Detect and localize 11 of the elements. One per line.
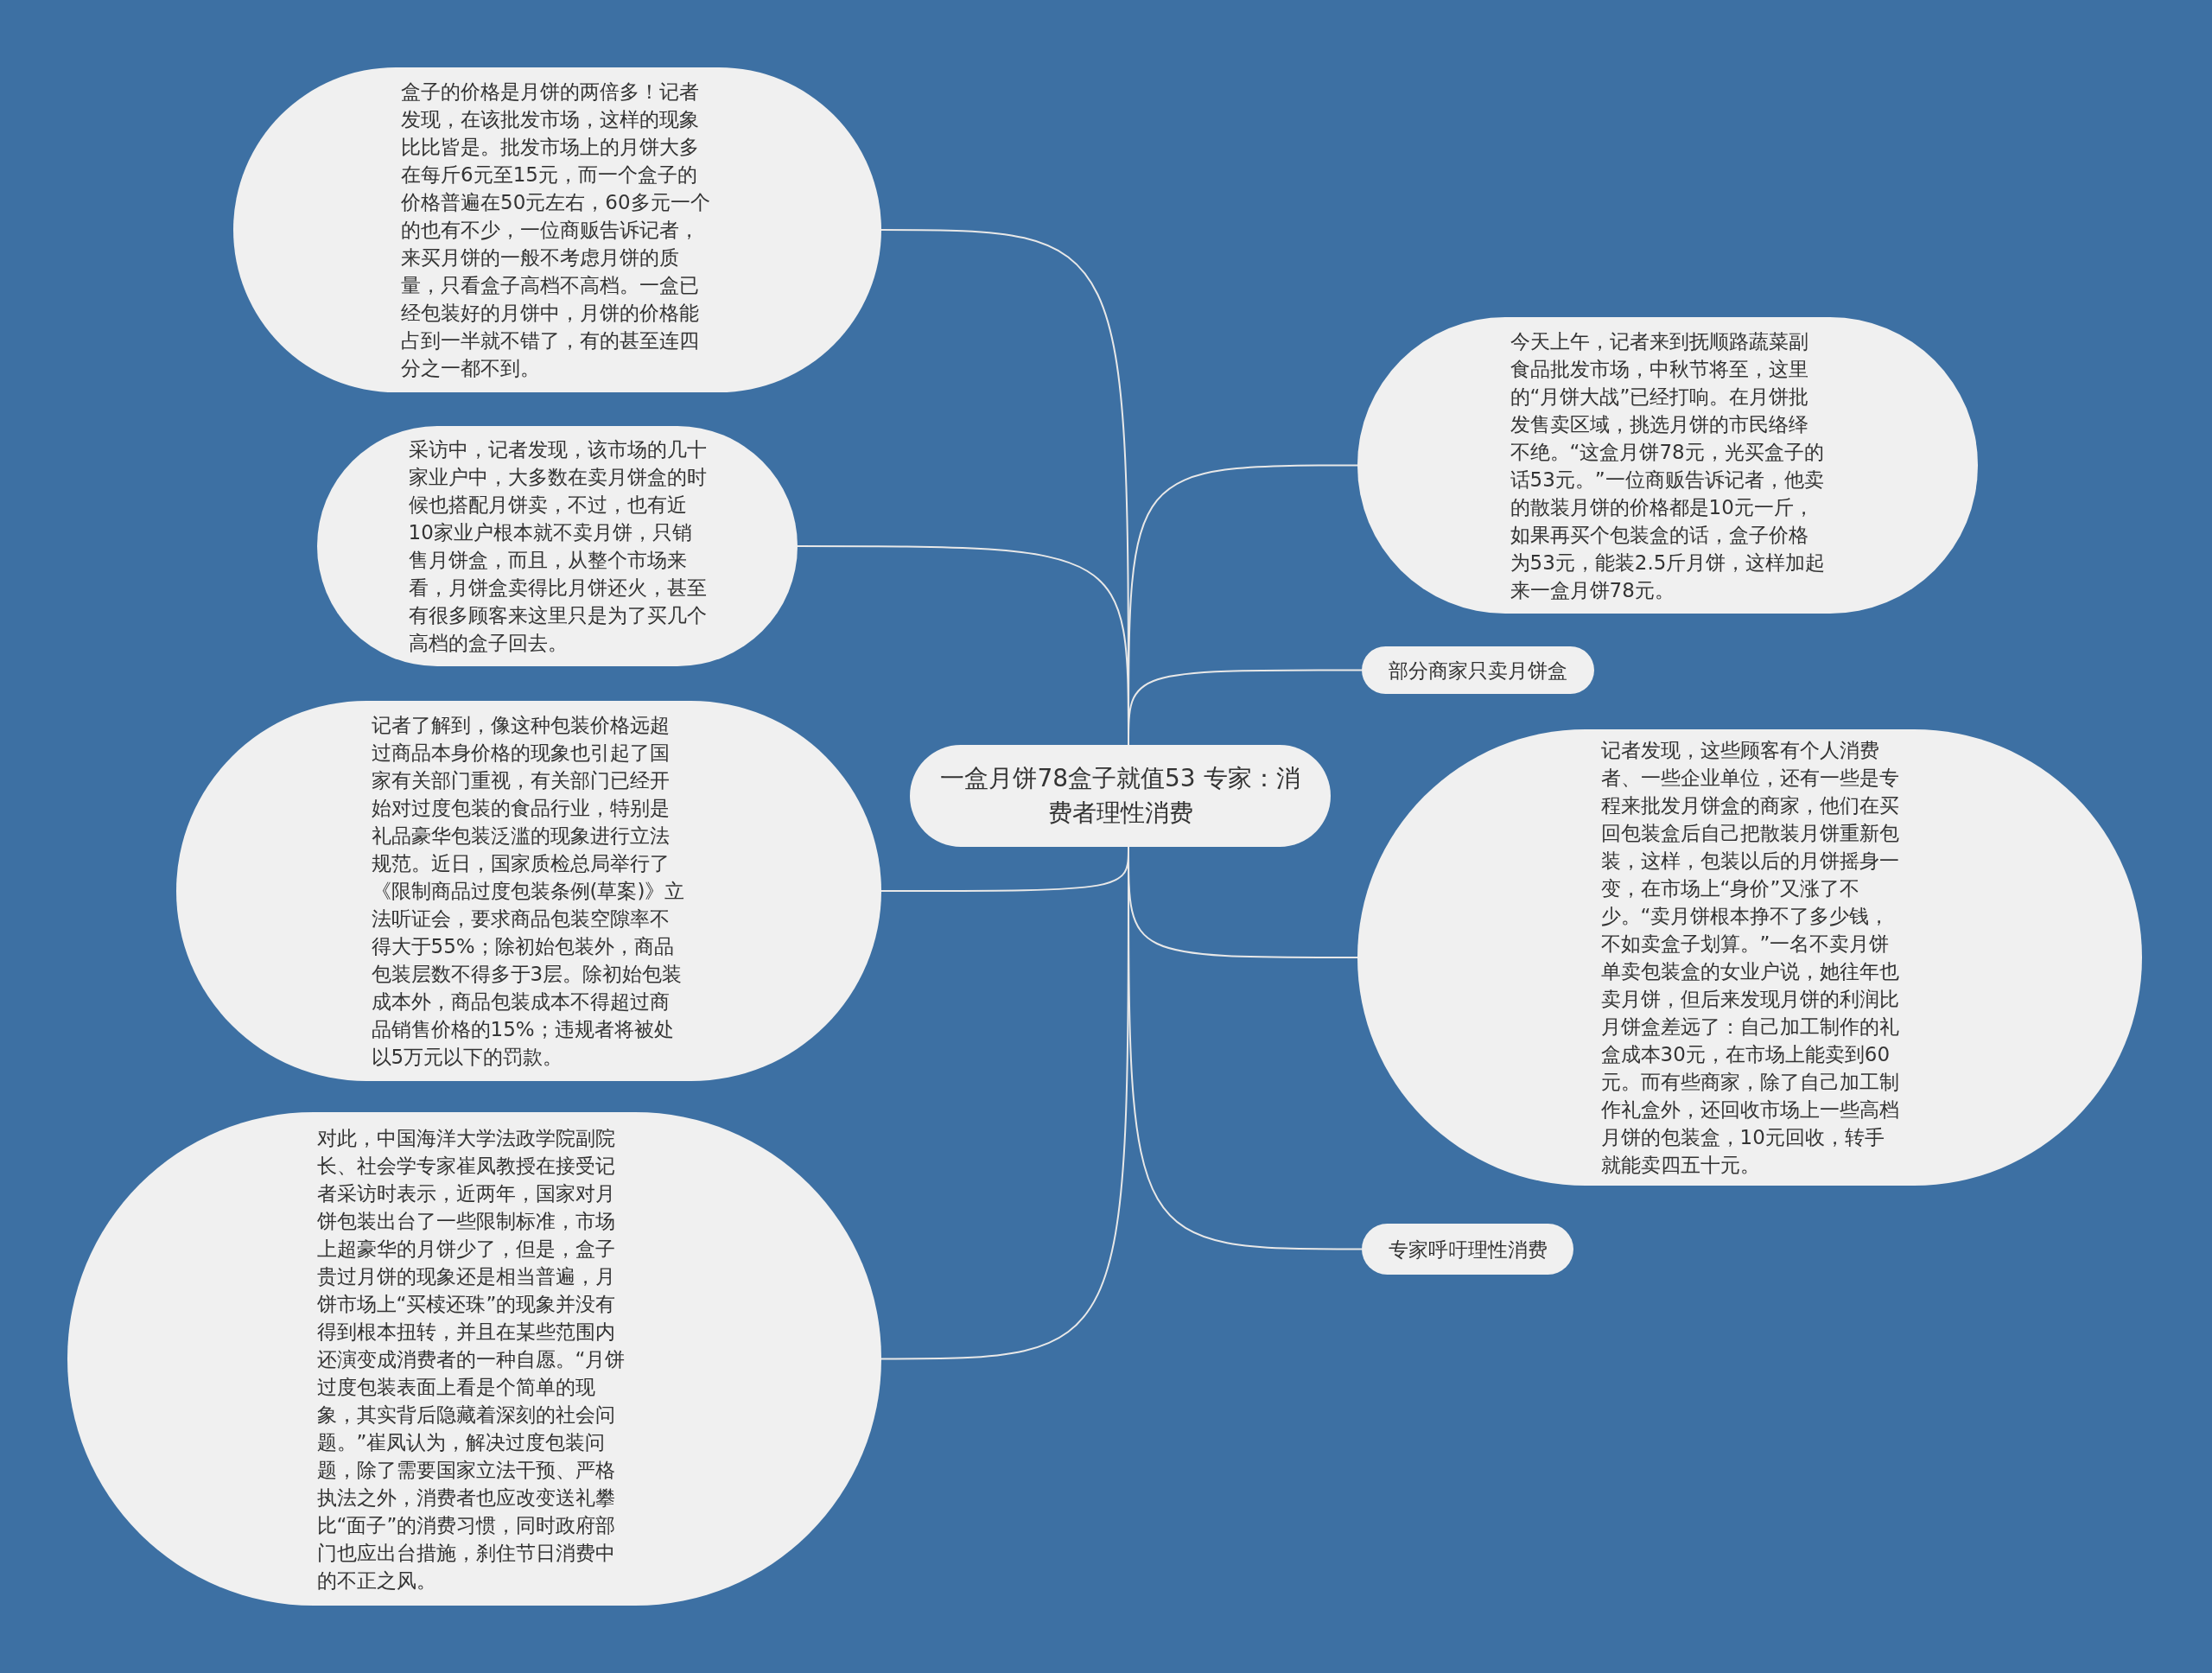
note-text: 采访中，记者发现，该市场的几十家业户中，大多数在卖月饼盒的时候也搭配月饼卖，不过，也有近10家业户根本就不卖月饼，只销售月饼盒，而且，从整个市场来看，月饼盒卖得比月饼还火，甚至有很多顾客来这里只是为了买几个高档的盒子回去。 — [408, 437, 707, 656]
connector-line — [1128, 669, 1363, 746]
text-bubble — [1362, 646, 1594, 694]
note-text: 盒子的价格是月饼的两倍多！记者发现，在该批发市场，这样的现象比比皆是。批发市场上的月饼大多在每斤6元至15元，而一个盒子的价格普遍在50元左右，60多元一个的也有不少，一位商贩告诉记者，来买月饼的一般不考虑月饼的质量，只看盒子高档不高档。一盒已经包装好的月饼中，月饼的价格能占到一半就不错了，有的甚至连四分之一都不到。 — [401, 80, 711, 381]
note-text: 部分商家只卖月饼盒 — [1389, 658, 1567, 684]
note-text: 记者发现，这些顾客有个人消费者、一些企业单位，还有一些是专程来批发月饼盒的商家，他们在买回包装盒后自己把散装月饼重新包装，这样，包装以后的月饼摇身一变，在市场上“身价”又涨了不少。“卖月饼根本挣不了多少钱，不如卖盒子划算。”一名不卖月饼单卖包装盒的女业户说，她往年也卖月饼，但后来发现月饼的利润比月饼盒差远了：自己加工制作的礼盒成本30元，在市场上能卖到60元。而有些商家，除了自己加工制作礼盒外，还回收市场上一些高档月饼的包装盒，10元回收，转手就能卖四五十元。 — [1600, 738, 1899, 1178]
note-text: 对此，中国海洋大学法政学院副院长、社会学专家崔凤教授在接受记者采访时表示，近两年，国家对月饼包装出台了一些限制标准，市场上超豪华的月饼少了，但是，盒子贵过月饼的现象还是相当普遍，月饼市场上“买椟还珠”的现象并没有得到根本扭转，并且在某些范围内还演变成消费者的一种自愿。“月饼过度包装表面上看是个简单的现象，其实背后隐藏着深刻的社会问题。”崔凤认为，解决过度包装问题，除了需要国家立法干预、严格执法之外，消费者也应改变送礼攀比“面子”的消费习惯，同时政府部门也应出台措施，刹住节日消费中的不正之风。 — [316, 1125, 626, 1593]
note-text: 今天上午，记者来到抚顺路蔬菜副食品批发市场，中秋节将至，这里的“月饼大战”已经打响。在月饼批发售卖区域，挑选月饼的市民络绎不绝。“这盒月饼78元，光买盒子的话53元。”一位商贩告诉记者，他卖的散装月饼的价格都是10元一斤，如果再买个包装盒的话，盒子价格为53元，能装2.5斤月饼，这样加起来一盒月饼78元。 — [1510, 328, 1826, 603]
topic-text: 一盒月饼78盒子就值53 专家：消费者理性消费 — [939, 763, 1301, 829]
note-text: 记者了解到，像这种包装价格远超过商品本身价格的现象也引起了国家有关部门重视，有关部门已经开始对过度包装的食品行业，特别是礼品豪华包装泛滥的现象进行立法规范。近日，国家质检总局举行了《限制商品过度包装条例(草案)》立法听证会，要求商品包装空隙率不得大于55%；除初始包装外，商品包装层数不得多于3层。除初始包装成本外，商品包装成本不得超过商品销售价格的15%；违规者将被处以5万元以下的罚款。 — [371, 713, 686, 1070]
note-text: 专家呼吁理性消费 — [1388, 1237, 1548, 1263]
